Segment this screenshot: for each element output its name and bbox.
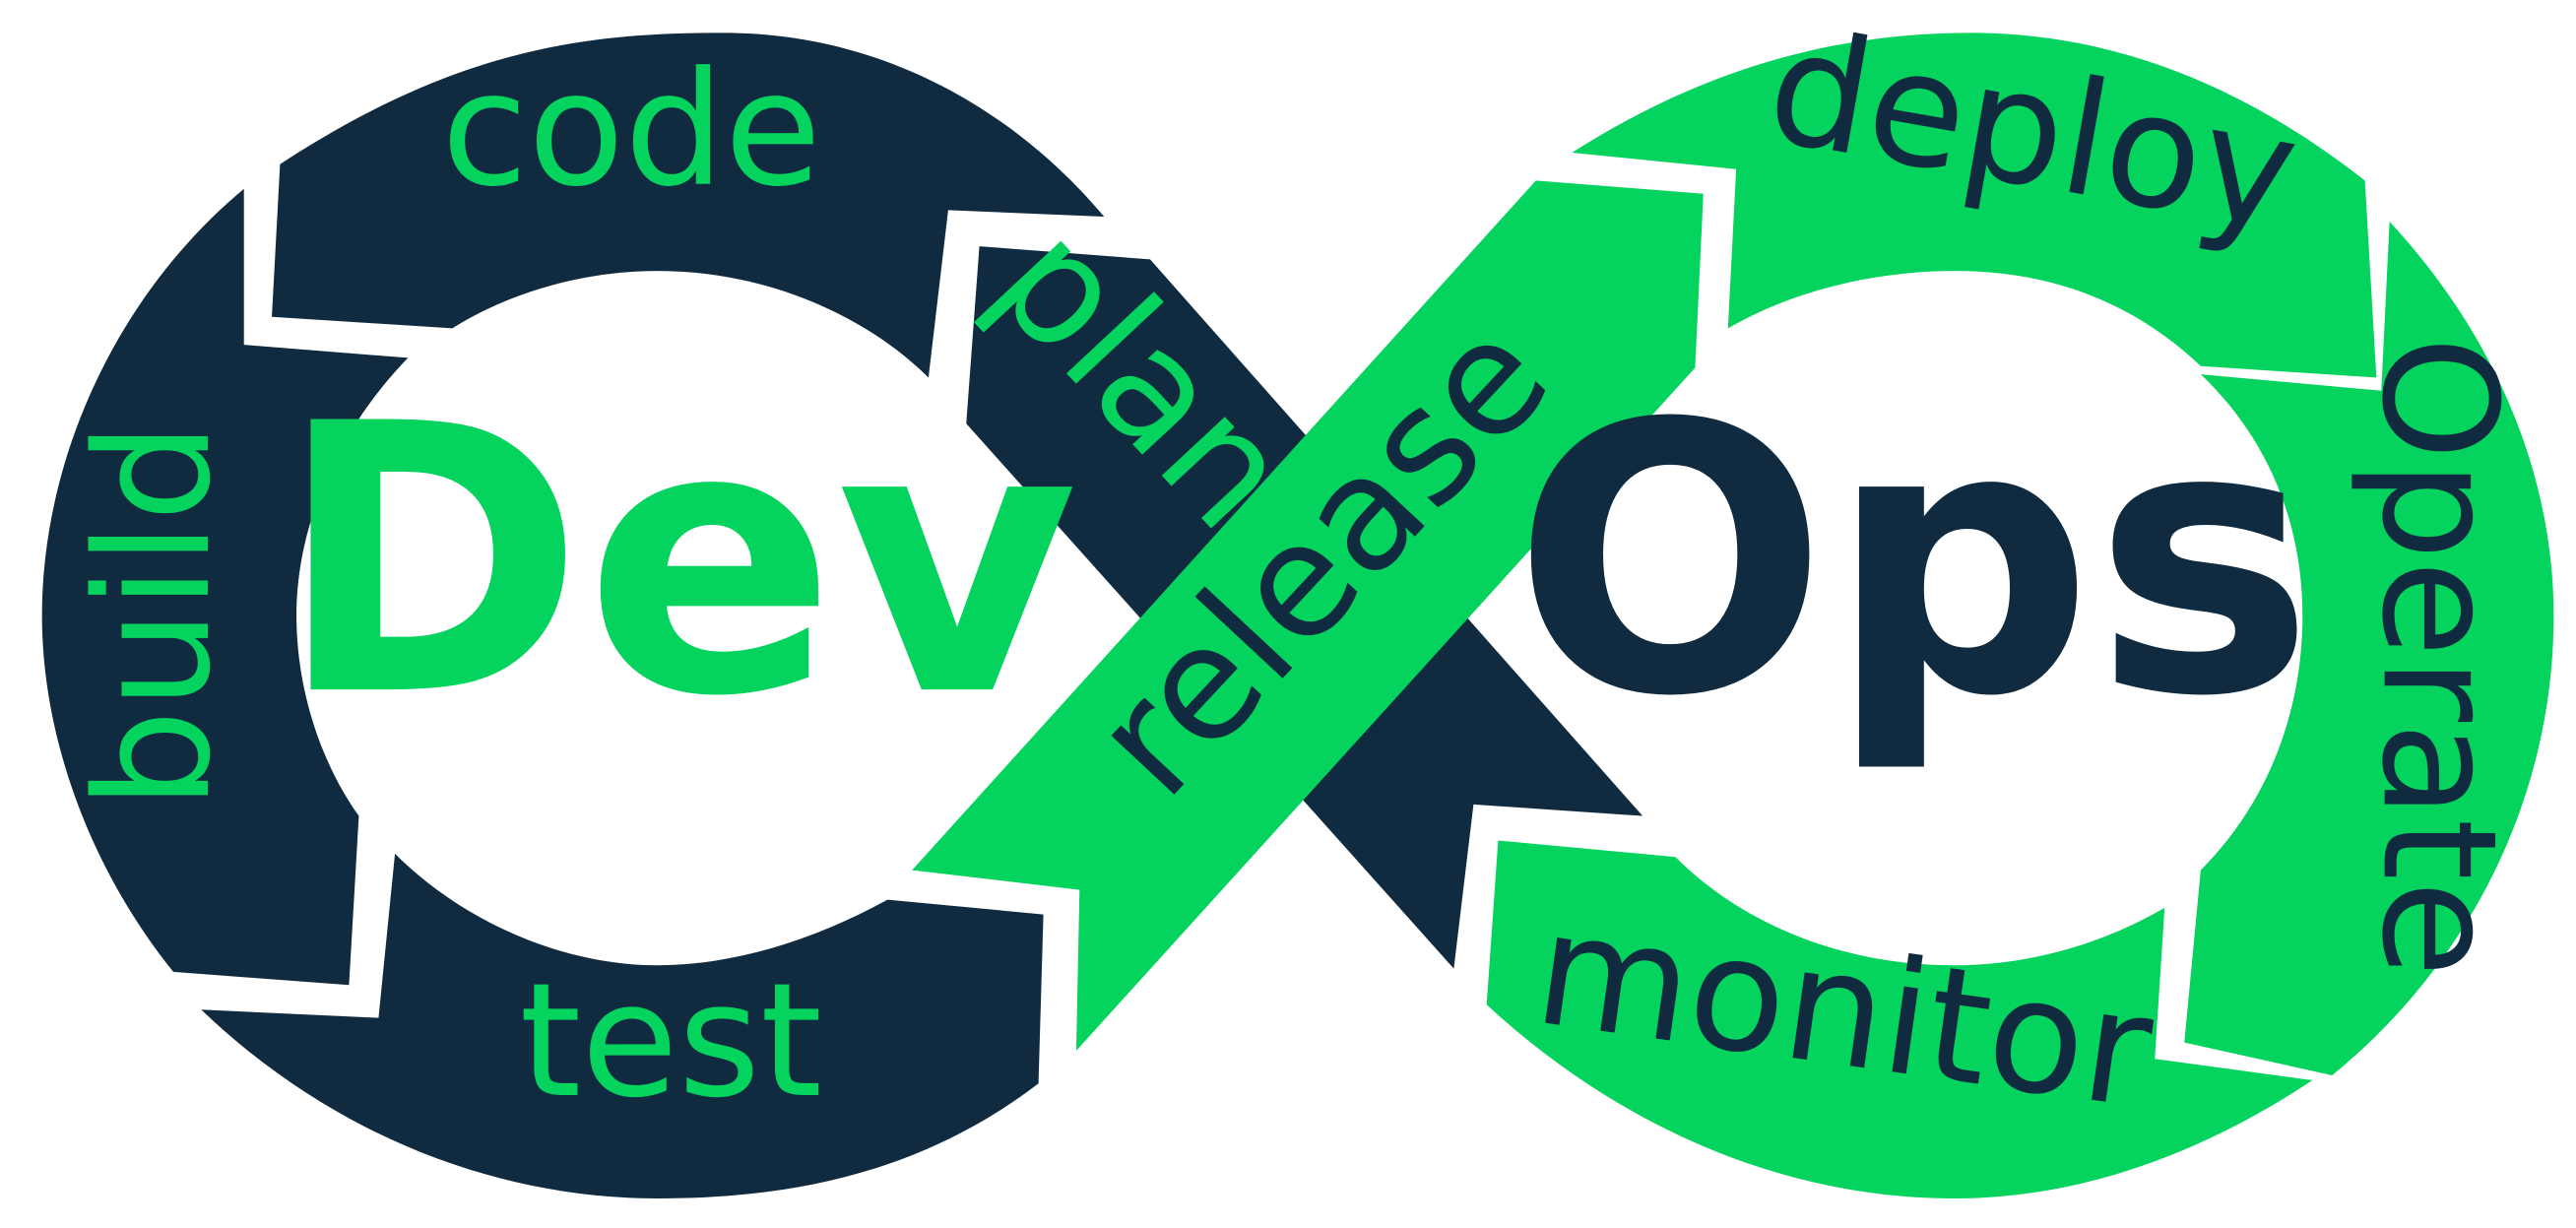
stage-label-test: test (520, 948, 822, 1132)
monitor-segment (1486, 840, 2313, 1198)
deploy-segment (1572, 32, 2377, 378)
stage-label-build: build (61, 421, 245, 809)
operate-segment (2184, 222, 2554, 1075)
dev-title: Dev (277, 345, 1078, 777)
stage-label-operate: Operate (2348, 336, 2532, 977)
build-segment (41, 188, 409, 986)
center-labels: Dev Ops (277, 345, 2314, 777)
stage-label-code: code (441, 37, 821, 222)
code-segment (272, 32, 1105, 378)
release-segment (912, 180, 1704, 1051)
test-segment (201, 853, 1044, 1198)
ops-title: Ops (1513, 345, 2314, 777)
ops-loop (912, 32, 2554, 1198)
